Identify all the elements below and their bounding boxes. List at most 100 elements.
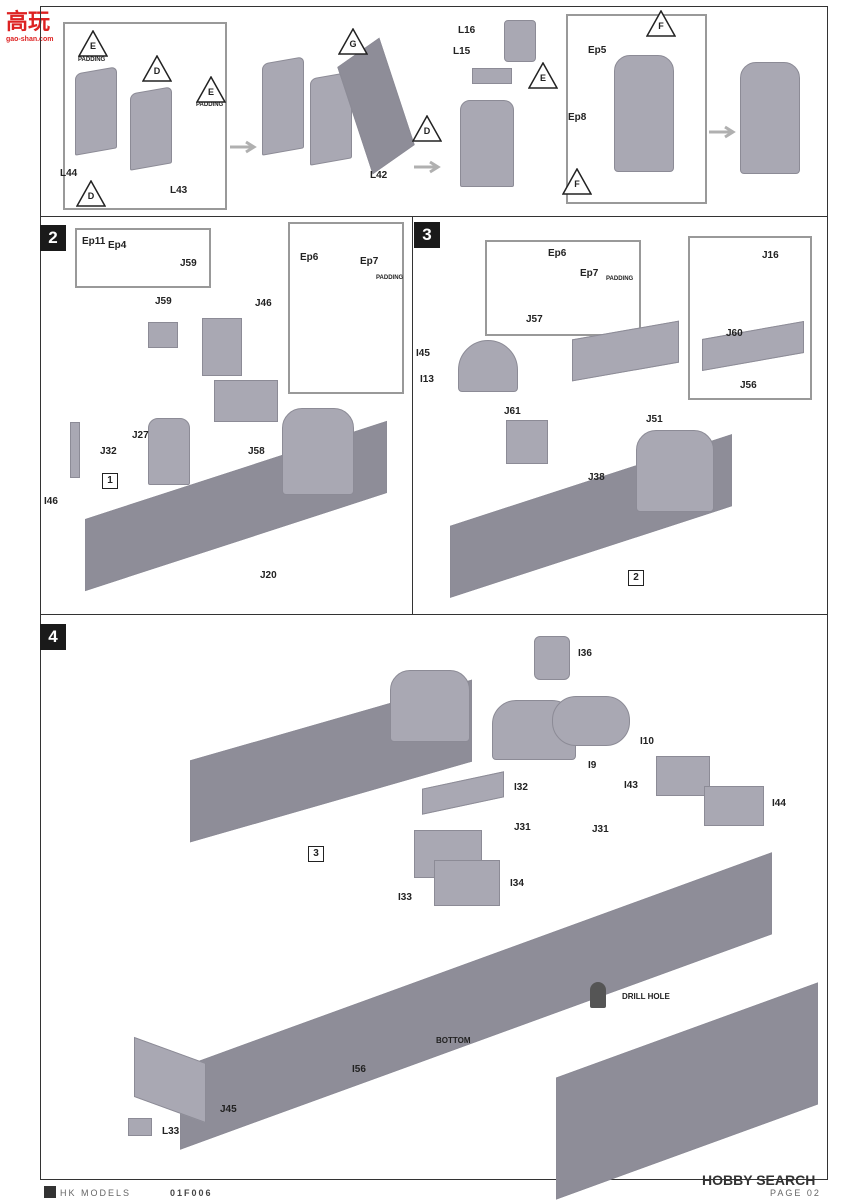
- part-label: L42: [370, 170, 388, 181]
- part-label: I43: [624, 780, 638, 791]
- seat-part: [262, 56, 304, 156]
- part-label: J56: [740, 380, 757, 391]
- part-label: J32: [100, 446, 117, 457]
- seat-cushion: [504, 20, 536, 62]
- part-label: J61: [504, 406, 521, 417]
- part-label: J16: [762, 250, 779, 261]
- cockpit-console: [282, 408, 354, 495]
- part-label: L43: [170, 185, 188, 196]
- part-label: Ep6: [300, 252, 319, 263]
- brand-name: HK MODELS: [60, 1188, 132, 1198]
- stick-part: [70, 422, 80, 478]
- seat-part: [130, 86, 172, 171]
- part-label: J31: [514, 822, 531, 833]
- panel-part: [458, 340, 518, 392]
- part-label: Ep6: [548, 248, 567, 259]
- padding-note: PADDING: [376, 275, 404, 281]
- step2-subframe-seat: [288, 222, 404, 394]
- step1-subframe-b: [566, 14, 707, 204]
- arrow-icon: [709, 125, 736, 139]
- part-label: L15: [453, 46, 471, 57]
- part-label: I9: [588, 760, 597, 771]
- seat-part: [472, 68, 512, 84]
- part-label: J59: [155, 296, 172, 307]
- step-ref-box: 1: [102, 473, 118, 489]
- box-part: [534, 636, 570, 680]
- seat-part: [460, 100, 514, 187]
- part-label: I44: [772, 798, 786, 809]
- part-label: I33: [398, 892, 412, 903]
- part-label: L16: [458, 25, 476, 36]
- instruction-frame: [40, 6, 828, 1180]
- step1-subframe-a: [63, 22, 227, 210]
- arrow-icon: [230, 140, 257, 154]
- step-ref-box: 2: [628, 570, 644, 586]
- callout-triangle: F: [562, 168, 592, 195]
- arrow-icon: [414, 160, 441, 174]
- callout-triangle: F: [646, 10, 676, 37]
- box-part: [552, 696, 630, 746]
- seat-part: [740, 62, 800, 174]
- part-label: I10: [640, 736, 654, 747]
- part-label: I46: [44, 496, 58, 507]
- part-label: J58: [248, 446, 265, 457]
- padding-note: PADDING: [196, 102, 224, 108]
- part-label: J57: [526, 314, 543, 325]
- part-label: J20: [260, 570, 277, 581]
- divider-step2-3: [412, 216, 413, 614]
- step-ref-box: 3: [308, 846, 324, 862]
- kit-code: 01F006: [170, 1188, 213, 1198]
- callout-triangle: G: [338, 28, 368, 55]
- page-number: PAGE 02: [770, 1188, 821, 1198]
- part-label: J31: [592, 824, 609, 835]
- callout-triangle: E: [78, 30, 108, 57]
- panel-part: [214, 380, 278, 422]
- site-logo-url: gao-shan.com: [6, 36, 54, 43]
- frame-part: [434, 860, 500, 906]
- callout-triangle: D: [142, 55, 172, 82]
- brand-logo-icon: [44, 1186, 56, 1198]
- seat-part: [148, 418, 190, 485]
- seat-part: [75, 66, 117, 156]
- part-label: I13: [420, 374, 434, 385]
- watermark: HOBBY SEARCH: [702, 1172, 816, 1188]
- box-part: [656, 756, 710, 796]
- callout-triangle: E: [196, 76, 226, 103]
- part-label: Ep11: [82, 236, 106, 247]
- part-label: I36: [578, 648, 592, 659]
- part-label: J46: [255, 298, 272, 309]
- divider-step1: [40, 216, 827, 217]
- part-label: Ep7: [580, 268, 599, 279]
- step-number-3: 3: [414, 222, 440, 248]
- site-logo-chars: 高玩: [6, 10, 51, 35]
- part-label: J27: [132, 430, 149, 441]
- callout-triangle: E: [528, 62, 558, 89]
- part-label: I56: [352, 1064, 366, 1075]
- part-label: L33: [162, 1126, 180, 1137]
- drill-hole-note: DRILL HOLE: [622, 992, 670, 1001]
- padding-note: PADDING: [606, 276, 634, 282]
- seat-part: [614, 55, 674, 172]
- small-part: [128, 1118, 152, 1136]
- box-part: [704, 786, 764, 826]
- cockpit-console: [390, 670, 470, 742]
- callout-triangle: D: [76, 180, 106, 207]
- part-label: Ep8: [568, 112, 587, 123]
- step-number-2: 2: [40, 225, 66, 251]
- part-label: Ep5: [588, 45, 607, 56]
- part-label: J51: [646, 414, 663, 425]
- step3-subframe-etch: [485, 240, 641, 336]
- part-label: L44: [60, 168, 78, 179]
- drill-bit-icon: [590, 982, 606, 1008]
- padding-note: PADDING: [78, 57, 106, 63]
- site-logo: 高玩 gao-shan.com: [6, 4, 66, 43]
- part-label: J45: [220, 1104, 237, 1115]
- part-label: Ep4: [108, 240, 127, 251]
- part-label: I34: [510, 878, 524, 889]
- part-label: J60: [726, 328, 743, 339]
- bottom-note: BOTTOM: [436, 1036, 471, 1045]
- part-label: Ep7: [360, 256, 379, 267]
- step-number-4: 4: [40, 624, 66, 650]
- part-label: I32: [514, 782, 528, 793]
- divider-step4: [40, 614, 827, 615]
